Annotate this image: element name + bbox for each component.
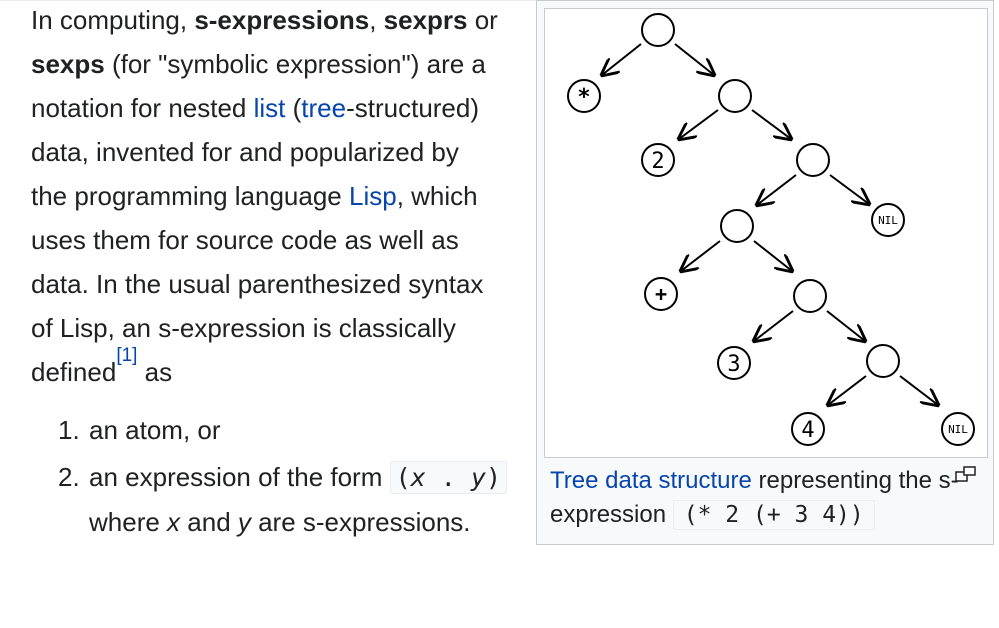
code-var-x: x <box>410 463 426 492</box>
cons-node <box>641 13 675 47</box>
caption-link-tree-data-structure[interactable]: Tree data structure <box>550 467 752 494</box>
magnify-icon[interactable] <box>955 466 977 484</box>
edge-arrow <box>826 310 865 341</box>
edge-arrow <box>751 109 791 139</box>
node-label-plus: + <box>655 282 667 306</box>
var-y: y <box>237 507 251 537</box>
figure-caption: Tree data structure representing the s-e… <box>550 464 990 532</box>
node-label-star: * <box>577 85 590 110</box>
node-label-four: 4 <box>801 418 814 443</box>
list-item-text: an atom, or <box>89 415 221 445</box>
code-paren-open: ( <box>395 463 411 492</box>
leaf-node-nil <box>941 412 975 446</box>
node-label-nil: NIL <box>948 423 968 436</box>
edge-arrow <box>674 43 714 75</box>
list-item: 2. an expression of the form (x . y) whe… <box>58 455 557 544</box>
caption-text: representing the s-expression <box>550 467 959 528</box>
term-s-expressions: s-expressions <box>194 5 370 35</box>
cons-node <box>718 79 752 113</box>
term-sexps: sexps <box>31 49 105 79</box>
cons-node <box>793 279 827 313</box>
and-text: and <box>180 507 238 537</box>
edge-arrow <box>757 174 797 205</box>
definition-list: 1. an atom, or 2. an expression of the f… <box>0 408 557 544</box>
list-number: 1. <box>58 415 80 445</box>
edge-arrow <box>602 43 642 75</box>
edge-arrow <box>899 375 938 405</box>
code-paren-close: ) <box>485 463 502 492</box>
code-dot: . <box>425 463 471 492</box>
tree-diagram: * 2 NIL + 3 4 NIL <box>567 13 975 446</box>
citation-ref: [1] <box>116 345 137 366</box>
intro-paragraph: In computing, s-expressions, sexprs or s… <box>31 0 501 394</box>
cons-node <box>866 344 900 378</box>
leaf-node-plus <box>644 277 678 311</box>
edge-arrow <box>753 240 792 271</box>
code-form: (x . y) <box>389 461 508 494</box>
leaf-node-two <box>641 143 675 177</box>
list-item-text: an expression of the form <box>89 462 390 492</box>
where-text: where <box>89 507 168 537</box>
paren-text: ( <box>285 93 302 123</box>
link-tree[interactable]: tree <box>301 93 347 123</box>
caption-code: (* 2 (+ 3 4)) <box>672 500 875 530</box>
figure-thumbnail: * 2 NIL + 3 4 NIL Tree data structure re… <box>536 0 994 545</box>
tree-diagram-image[interactable]: * 2 NIL + 3 4 NIL <box>544 8 988 458</box>
edge-arrow <box>679 109 719 139</box>
article-body: In computing, s-expressions, sexprs or s… <box>31 0 508 547</box>
node-label-nil: NIL <box>878 214 898 227</box>
leaf-node-three <box>717 346 751 380</box>
leaf-node-nil <box>871 203 905 237</box>
top-divider <box>0 0 537 1</box>
intro-text-3: -structured) data, invented for and popu… <box>31 93 480 211</box>
edge-arrow <box>681 240 721 271</box>
intro-text-5: as <box>137 357 173 387</box>
or-text: or <box>467 5 498 35</box>
var-x: x <box>167 507 181 537</box>
link-lisp[interactable]: Lisp <box>348 181 397 211</box>
comma-text: , <box>369 5 377 35</box>
node-label-two: 2 <box>651 149 664 174</box>
edge-arrow <box>829 174 869 204</box>
edge-arrow <box>754 310 794 341</box>
list-number: 2. <box>58 462 80 492</box>
after-text: are s-expressions. <box>250 507 471 537</box>
node-label-three: 3 <box>727 352 740 377</box>
code-var-y: y <box>470 463 486 492</box>
leaf-node-star <box>567 79 601 113</box>
list-item: 1. an atom, or <box>58 408 557 452</box>
intro-text: In computing, <box>31 5 195 35</box>
link-list[interactable]: list <box>253 93 286 123</box>
intro-text-4: , which uses them for source code as wel… <box>31 181 484 387</box>
leaf-node-four <box>791 412 825 446</box>
cons-node <box>720 209 754 243</box>
intro-text-2: (for "symbolic expression") are a notati… <box>31 49 486 123</box>
edge-arrow <box>828 375 867 405</box>
term-sexprs: sexprs <box>383 5 468 35</box>
citation-link[interactable]: [1] <box>116 345 138 367</box>
cons-node <box>796 143 830 177</box>
